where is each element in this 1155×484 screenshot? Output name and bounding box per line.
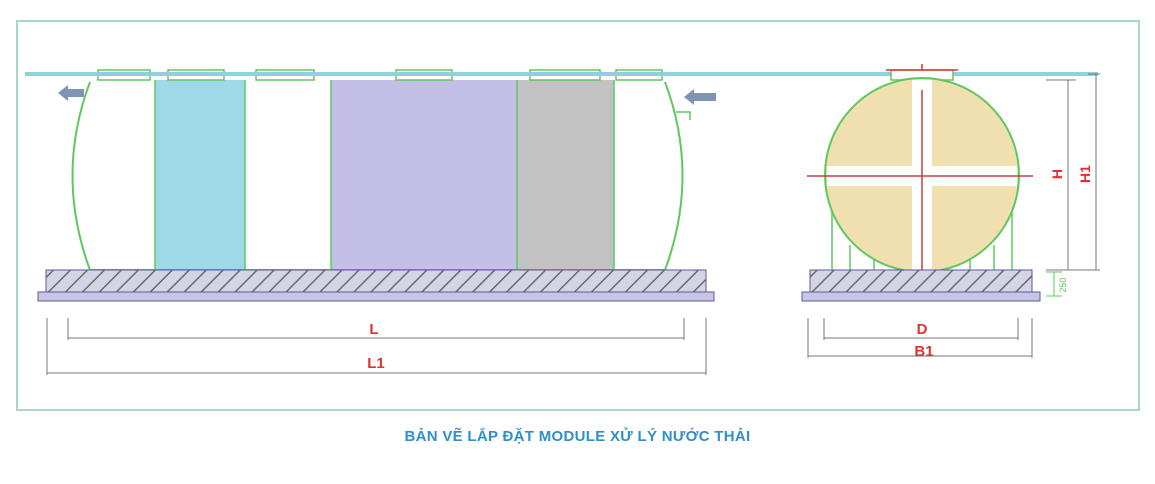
side-base-plate [37,291,715,302]
end-base-plate [801,291,1041,302]
chamber-blue [155,80,245,270]
dimension-B1: B1 [914,343,933,360]
outlet-arrow-icon [58,85,84,101]
dimension-base-height: 250 [1058,277,1068,292]
drawing-frame [16,20,1140,411]
dimension-D: D [917,321,928,338]
chamber-gray [517,80,614,270]
dimension-L1: L1 [367,355,385,372]
side-base-slab [45,269,707,293]
inlet-arrow-icon [684,89,716,105]
end-view: H H1 250 D B1 [801,64,1100,360]
outlet-pipe [676,111,691,120]
water-level-line [25,72,1098,76]
chamber-purple [331,80,517,270]
dimension-H: H [1049,169,1065,179]
side-view: L L1 [25,69,1098,375]
dimension-H1: H1 [1077,165,1093,183]
drawing-caption: BẢN VẼ LẮP ĐẶT MODULE XỬ LÝ NƯỚC THẢI [404,428,751,445]
dimension-L: L [369,321,378,338]
end-base-slab [809,269,1033,293]
